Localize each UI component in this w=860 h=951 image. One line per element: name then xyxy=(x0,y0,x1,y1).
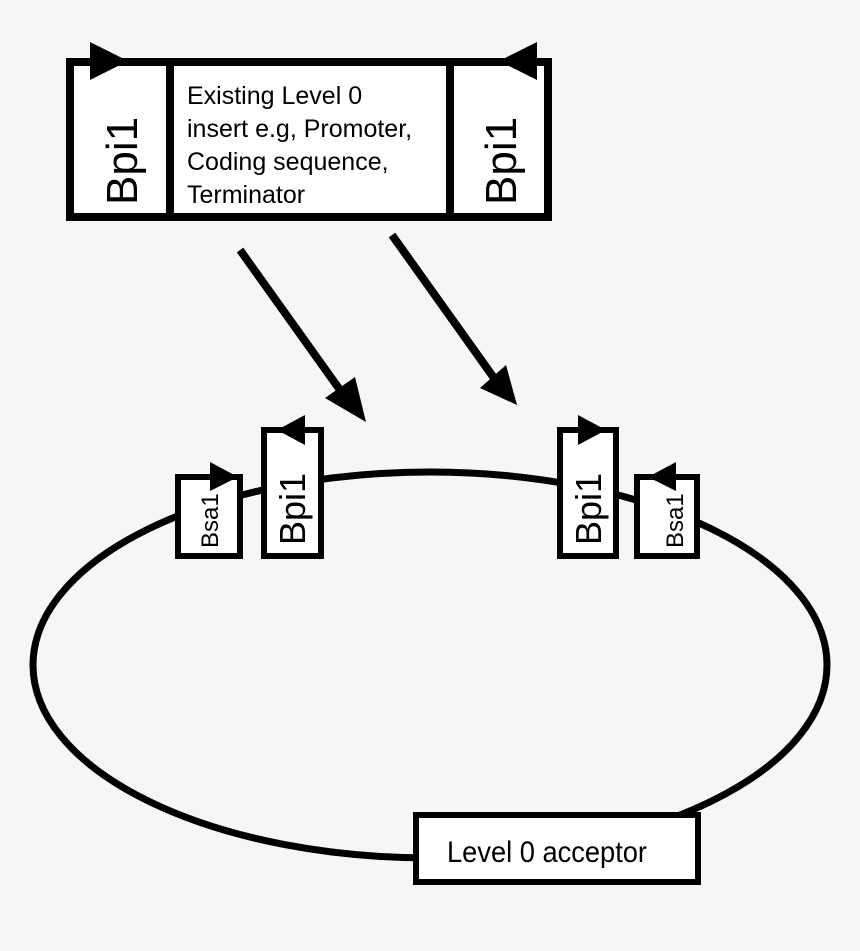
plasmid-backbone xyxy=(29,468,831,862)
insertion-arrow-right xyxy=(388,232,517,405)
acceptor-label: Level 0 acceptor xyxy=(447,836,647,869)
insertion-arrow-left xyxy=(236,247,366,422)
arrowhead-icon xyxy=(648,462,676,491)
insert-description: Existing Level 0 insert e.g, Promoter, C… xyxy=(187,82,412,209)
insert-right-bpi-label: Bpi1 xyxy=(477,117,526,205)
arrowhead-icon xyxy=(480,365,517,405)
insert-description-line: insert e.g, Promoter, xyxy=(187,115,412,143)
right-bsa1-label: Bsa1 xyxy=(662,493,689,548)
arrowhead-icon xyxy=(578,415,606,445)
arrowhead-icon xyxy=(277,415,305,445)
right-bsa1-site: Bsa1 xyxy=(634,462,700,559)
insert-right-arrowhead xyxy=(499,42,537,80)
left-bpi1-site: Bpi1 xyxy=(261,415,324,559)
arrowhead-icon xyxy=(325,377,366,422)
left-bsa1-label: Bsa1 xyxy=(197,493,224,548)
left-bpi1-label: Bpi1 xyxy=(272,473,313,545)
insert-left-arrowhead xyxy=(90,42,128,80)
level0-insert: Bpi1 Bpi1 Existing Level 0 insert e.g, P… xyxy=(66,42,552,221)
insert-description-line: Coding sequence, xyxy=(187,148,389,176)
right-bpi1-site: Bpi1 xyxy=(557,415,619,559)
level0-acceptor: Level 0 acceptor xyxy=(413,812,701,885)
right-bpi1-label: Bpi1 xyxy=(568,473,609,545)
insert-description-line: Existing Level 0 xyxy=(187,82,362,110)
insert-left-bpi-label: Bpi1 xyxy=(98,117,147,205)
arrowhead-icon xyxy=(210,462,238,491)
insert-outer-box xyxy=(66,58,552,221)
insert-description-line: Terminator xyxy=(187,181,305,209)
left-bsa1-site: Bsa1 xyxy=(175,462,243,559)
